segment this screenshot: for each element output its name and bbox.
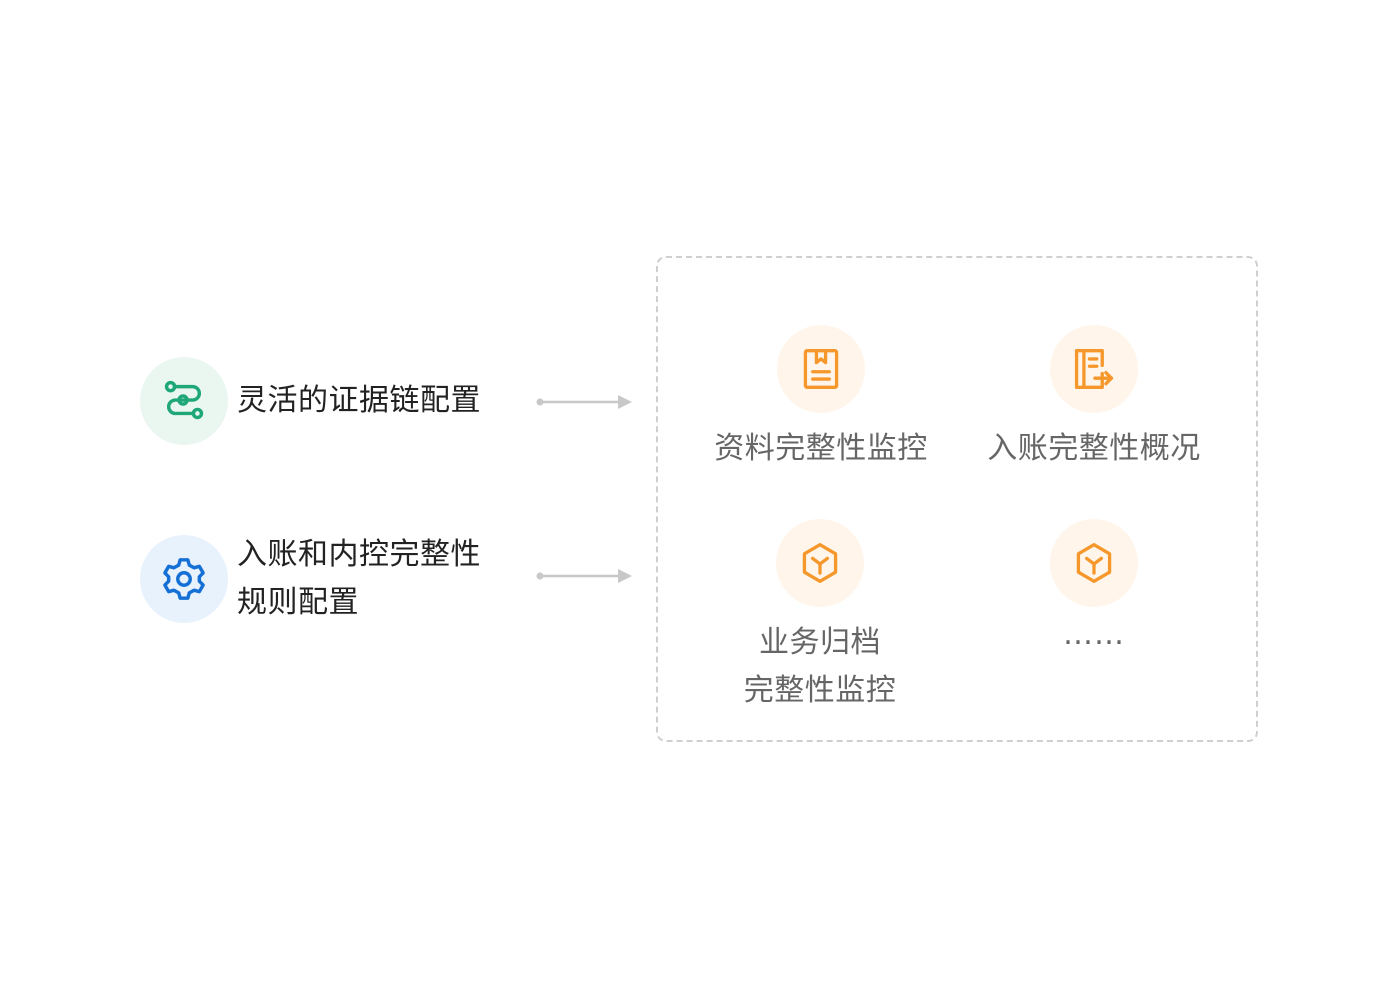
feature-label: 灵活的证据链配置 [237, 383, 481, 418]
module-entry-integrity: 入账完整性概况 [964, 325, 1224, 473]
cube-icon [802, 543, 838, 583]
module-label-ellipsis: …… [1063, 617, 1125, 652]
module-icon-circle [777, 325, 865, 413]
arrow-right-icon [536, 395, 632, 409]
feature-label-multiline: 入账和内控完整性 规则配置 [237, 531, 507, 627]
feature-label-line1: 入账和内控完整性 [237, 537, 481, 572]
feature-evidence-chain: 灵活的证据链配置 [140, 357, 481, 445]
module-label-multiline: 业务归档 完整性监控 [690, 619, 950, 715]
feature-icon-circle-blue [140, 535, 228, 623]
document-bookmark-icon [803, 349, 839, 389]
module-container [656, 256, 1258, 742]
module-label: 资料完整性监控 [714, 431, 928, 466]
module-label-line1: 业务归档 [759, 625, 881, 660]
module-icon-circle [1050, 325, 1138, 413]
module-label: 入账完整性概况 [987, 431, 1201, 466]
feature-label-line2: 规则配置 [237, 585, 359, 620]
module-label-line2: 完整性监控 [743, 673, 897, 708]
module-more: …… [964, 519, 1224, 659]
gear-icon [163, 558, 205, 600]
arrow-right-icon [536, 569, 632, 583]
module-icon-circle [776, 519, 864, 607]
document-export-icon [1074, 349, 1114, 389]
cube-icon [1076, 543, 1112, 583]
feature-icon-circle-green [140, 357, 228, 445]
chain-link-icon [164, 380, 204, 420]
module-data-integrity: 资料完整性监控 [691, 325, 951, 473]
module-icon-circle [1050, 519, 1138, 607]
feature-rule-config: 入账和内控完整性 规则配置 [140, 531, 507, 627]
module-archive-integrity: 业务归档 完整性监控 [690, 519, 950, 715]
